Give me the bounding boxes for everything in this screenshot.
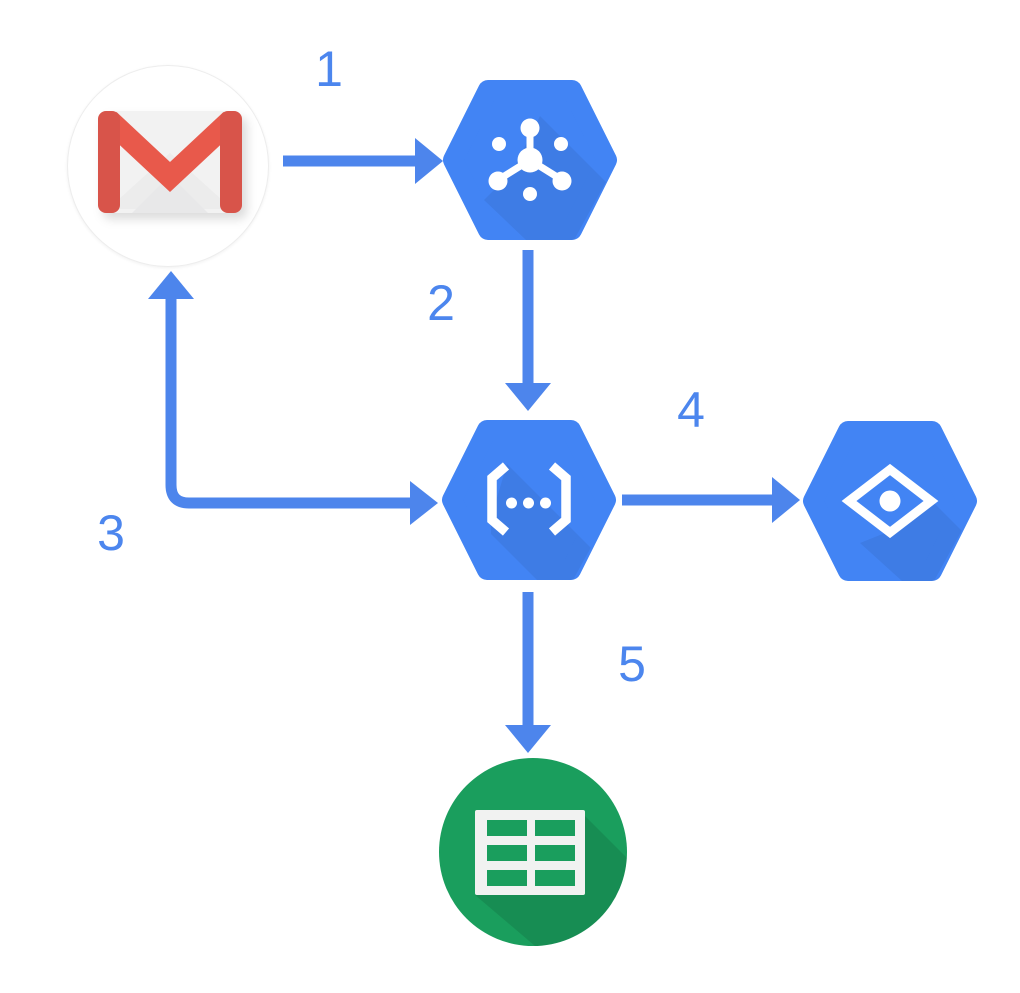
arrowhead-right (772, 477, 800, 523)
arrowhead-right (410, 481, 438, 525)
gmail-m-chevron (101, 111, 239, 193)
step-label-4: 4 (677, 382, 705, 438)
gmail-envelope-icon (98, 111, 242, 213)
arrow-2-pubsub-to-functions (505, 250, 551, 411)
vision-diamond-eye-icon (841, 463, 939, 539)
functions-node (442, 420, 617, 580)
arrowhead-right (415, 138, 443, 184)
pubsub-hub-icon (488, 118, 572, 201)
arrow-4-functions-to-vision (622, 477, 800, 523)
envelope-bottom-flap (132, 175, 208, 213)
arrowhead-down (505, 383, 551, 411)
spreadsheet-grid-icon (475, 810, 627, 946)
envelope-right-bar (220, 111, 242, 213)
arrow-3-functions-to-gmail (148, 271, 438, 525)
long-shadow (484, 116, 618, 240)
arrow-1-gmail-to-pubsub (283, 138, 443, 184)
step-label-5: 5 (618, 636, 646, 692)
long-shadow (475, 816, 627, 946)
step-label-3: 3 (97, 505, 125, 561)
vision-node (803, 421, 978, 581)
sheets-node (439, 758, 627, 946)
step-label-2: 2 (427, 275, 455, 331)
arrowhead-down (505, 725, 551, 753)
pubsub-node (443, 80, 618, 240)
table-cells (487, 820, 575, 886)
arrowhead-up (148, 271, 194, 299)
arrow-5-functions-to-sheets (505, 592, 551, 753)
envelope-left-bar (98, 111, 120, 213)
gmail-node (67, 65, 269, 267)
code-brackets-dots-icon (487, 462, 571, 536)
long-shadow (491, 464, 617, 580)
step-label-1: 1 (315, 41, 343, 97)
